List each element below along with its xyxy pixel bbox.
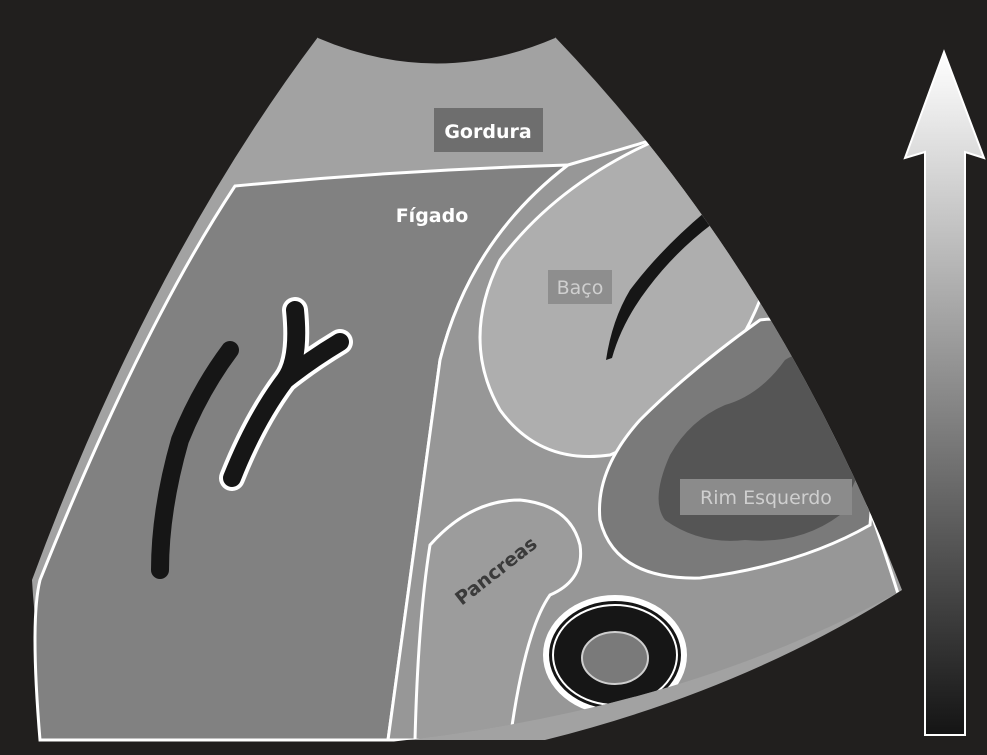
figado-label: Fígado [396, 205, 469, 227]
gordura-label: Gordura [444, 121, 531, 143]
rim-label: Rim Esquerdo [700, 487, 832, 509]
baco-label: Baço [557, 277, 604, 299]
